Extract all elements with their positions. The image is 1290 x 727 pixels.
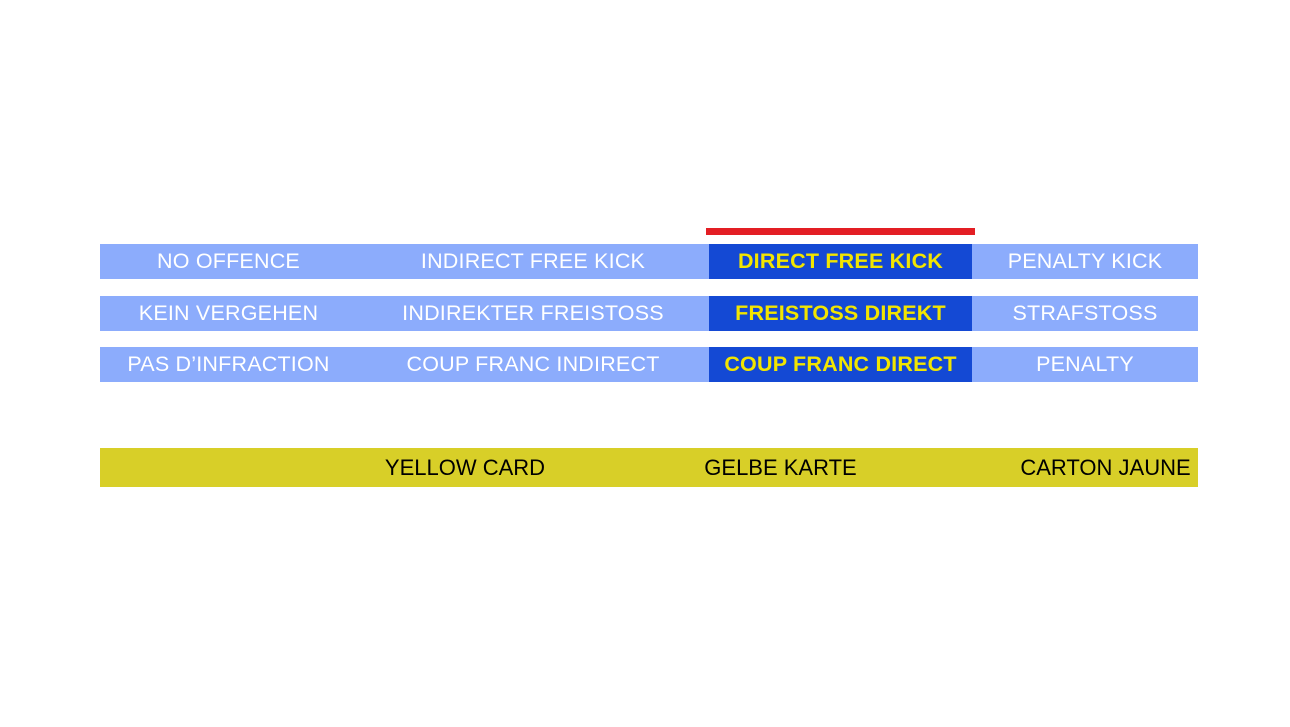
yellow-card-label-de: GELBE KARTE [704,454,857,480]
cell-penalty-kick-fr[interactable]: PENALTY [1036,351,1134,376]
cell-indirect-free-kick-fr[interactable]: COUP FRANC INDIRECT [406,351,660,376]
cell-no-offence-fr[interactable]: PAS D’INFRACTION [127,351,330,376]
cell-no-offence-de[interactable]: KEIN VERGEHEN [138,300,319,325]
yellow-card-label-fr: CARTON JAUNE [1020,454,1191,480]
cell-direct-free-kick-en[interactable]: DIRECT FREE KICK [709,244,972,279]
yellow-card-banner: YELLOW CARD GELBE KARTE CARTON JAUNE [100,448,1198,487]
cell-direct-free-kick-fr[interactable]: COUP FRANC DIRECT [709,347,972,382]
cell-indirect-free-kick-de[interactable]: INDIREKTER FREISTOSS [402,300,664,325]
cell-indirect-free-kick-en[interactable]: INDIRECT FREE KICK [420,248,646,273]
decision-row-french: PAS D’INFRACTION COUP FRANC INDIRECT COU… [100,347,1198,382]
yellow-card-label-en: YELLOW CARD [384,454,546,480]
cell-no-offence-en[interactable]: NO OFFENCE [157,248,300,273]
cell-penalty-kick-de[interactable]: STRAFSTOSS [1012,300,1158,325]
cell-penalty-kick-en[interactable]: PENALTY KICK [1007,248,1163,273]
selected-column-marker-icon [706,228,975,235]
decision-row-english: NO OFFENCE INDIRECT FREE KICK DIRECT FRE… [100,244,1198,279]
decision-row-german: KEIN VERGEHEN INDIREKTER FREISTOSS FREIS… [100,296,1198,331]
cell-direct-free-kick-de[interactable]: FREISTOSS DIREKT [709,296,972,331]
